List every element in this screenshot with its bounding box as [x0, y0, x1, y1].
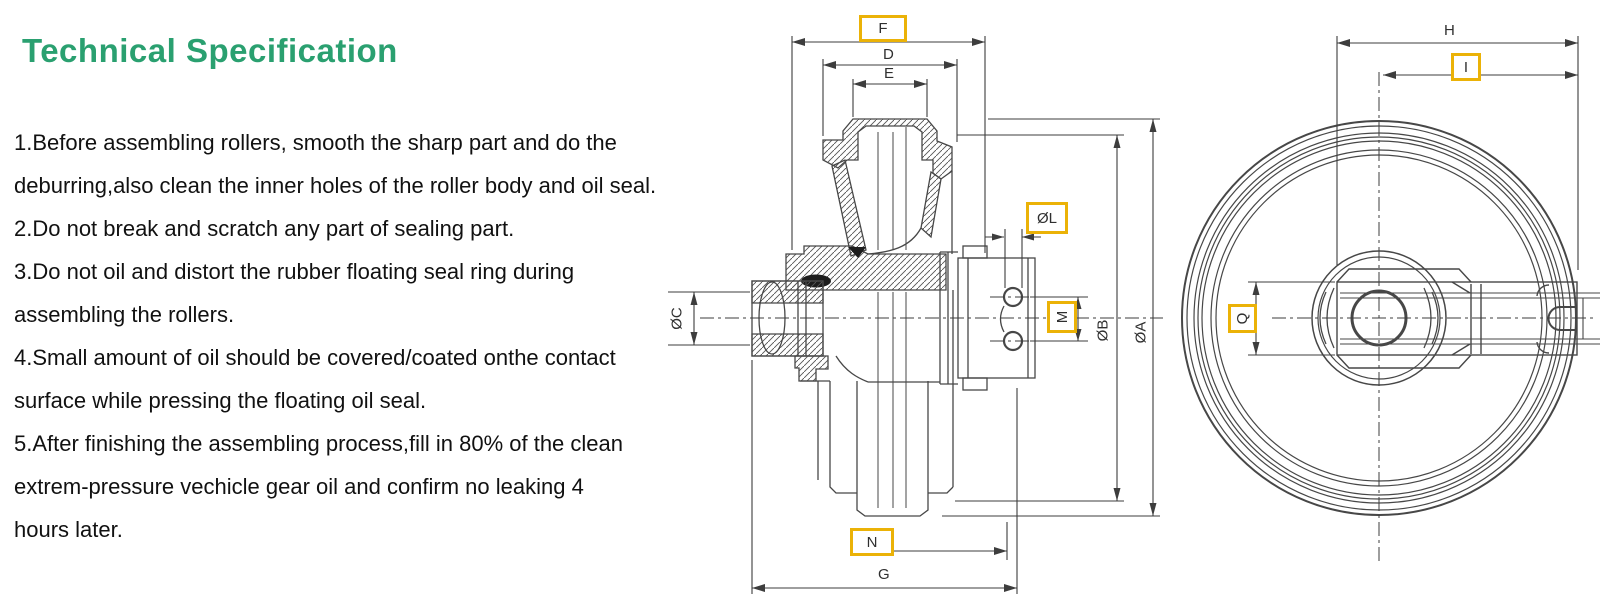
- instructions-list: 1.Before assembling rollers, smooth the …: [14, 121, 754, 551]
- dimension-lines: [668, 36, 1579, 594]
- instruction-line: assembling the rollers.: [14, 302, 235, 327]
- instruction-line: 5.After finishing the assembling process…: [14, 431, 623, 456]
- instruction-line: 3.Do not oil and distort the rubber floa…: [14, 259, 575, 284]
- page-title: Technical Specification: [22, 32, 398, 69]
- dim-label-OA: ØA: [1132, 321, 1150, 344]
- dim-label-F: F: [859, 15, 907, 42]
- dim-label-OB: ØB: [1094, 319, 1112, 342]
- dim-label-OC: ØC: [668, 307, 686, 330]
- section-view: [751, 118, 1036, 517]
- dim-label-H: H: [1444, 22, 1455, 39]
- dimension-arrows: [690, 38, 1578, 592]
- dim-label-OL: ØL: [1026, 202, 1068, 234]
- centerlines: [700, 72, 1597, 565]
- instruction-line: surface while pressing the floating oil …: [14, 388, 427, 413]
- dim-label-N: N: [850, 528, 894, 556]
- dim-label-M: M: [1047, 301, 1077, 333]
- dim-label-I: I: [1451, 53, 1481, 81]
- dim-label-D: D: [883, 46, 894, 63]
- instruction-line: hours later.: [14, 517, 123, 542]
- dim-label-E: E: [884, 65, 895, 82]
- instruction-line: 1.Before assembling rollers, smooth the …: [14, 130, 617, 155]
- instruction-line: 4.Small amount of oil should be covered/…: [14, 345, 616, 370]
- instruction-line: 2.Do not break and scratch any part of s…: [14, 216, 515, 241]
- dim-label-Q: Q: [1228, 304, 1257, 333]
- instruction-line: deburring,also clean the inner holes of …: [14, 173, 657, 198]
- instruction-line: extrem-pressure vechicle gear oil and co…: [14, 474, 584, 499]
- dim-label-G: G: [878, 566, 890, 583]
